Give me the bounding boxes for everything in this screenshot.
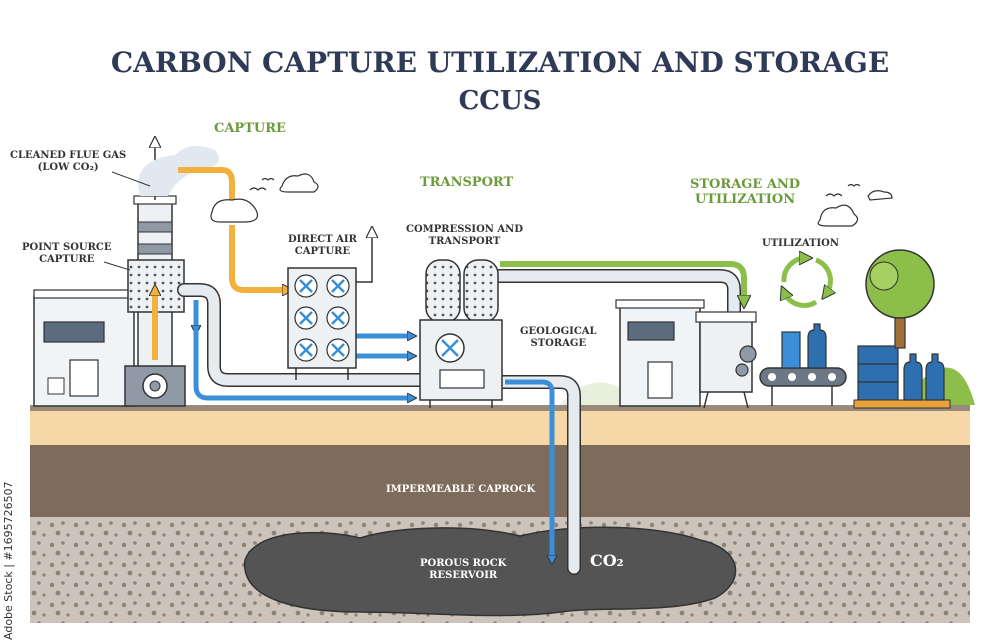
capture-flow-arrow <box>178 167 232 210</box>
bottle-icon <box>903 353 923 401</box>
bottle-icon <box>925 353 945 401</box>
label-flue-gas-line1: CLEANED FLUE GAS <box>10 150 127 161</box>
flue-gas-leader <box>111 171 151 187</box>
ground-surface <box>30 405 970 411</box>
label-cleaned-flue-gas: CLEANED FLUE GAS (LOW CO₂) <box>10 150 126 173</box>
birds <box>249 177 861 197</box>
label-direct-air-capture: DIRECT AIR CAPTURE <box>288 234 357 257</box>
section-capture: CAPTURE <box>214 121 286 136</box>
cloud-icon <box>867 190 893 201</box>
label-geological-storage: GEOLOGICAL STORAGE <box>520 326 597 349</box>
compressor-unit <box>419 259 503 408</box>
label-geological-line2: STORAGE <box>530 337 587 349</box>
label-porous-rock-reservoir: POROUS ROCK RESERVOIR <box>420 558 506 581</box>
utilization-tank <box>695 311 757 409</box>
label-impermeable-caprock: IMPERMEABLE CAPROCK <box>386 484 536 495</box>
geological-injection-arrow <box>505 379 552 560</box>
co2-plume <box>244 526 737 617</box>
caprock-layer <box>30 445 970 517</box>
label-geological-line1: GEOLOGICAL <box>520 326 597 337</box>
section-transport: TRANSPORT <box>420 175 514 190</box>
label-point-source-line2: CAPTURE <box>39 253 95 265</box>
label-point-source-line1: POINT SOURCE <box>22 242 112 253</box>
cloud-icon <box>210 198 259 223</box>
tree-icon <box>865 249 935 349</box>
transport-to-utilization-arrow <box>500 261 744 302</box>
capture-to-dac-arrow <box>229 225 288 290</box>
label-point-source-capture: POINT SOURCE CAPTURE <box>22 242 112 265</box>
ground-layers <box>30 405 970 623</box>
label-flue-gas-line2: (LOW CO₂) <box>37 161 99 173</box>
product-panel <box>781 331 801 369</box>
cloud-icon <box>279 173 319 193</box>
gear-icon <box>735 363 749 377</box>
section-storage: STORAGE AND UTILIZATION <box>690 177 801 208</box>
dac-exhaust-arrow <box>356 232 372 283</box>
solar-panels <box>853 345 951 409</box>
label-co2: CO₂ <box>590 551 624 570</box>
page-title: CARBON CAPTURE UTILIZATION AND STORAGE <box>110 46 890 79</box>
soil-layer <box>30 411 970 445</box>
conveyor-belt <box>759 367 847 406</box>
watermark-id: Adobe Stock | #1695726507 <box>2 481 15 640</box>
label-direct-air-line1: DIRECT AIR <box>288 234 357 245</box>
section-storage-line2: UTILIZATION <box>694 191 796 207</box>
chimney <box>124 195 186 407</box>
co2-flow-to-compressor <box>193 330 412 398</box>
label-utilization: UTILIZATION <box>762 238 840 249</box>
section-storage-line1: STORAGE AND <box>690 177 801 192</box>
label-direct-air-line2: CAPTURE <box>294 245 351 257</box>
label-reservoir-line2: RESERVOIR <box>429 569 498 581</box>
pipes <box>177 269 741 575</box>
recycle-icon <box>784 258 831 308</box>
cloud-icon <box>817 204 859 227</box>
point-source-leader <box>103 261 131 271</box>
label-compression-transport: COMPRESSION AND TRANSPORT <box>406 224 523 247</box>
label-compression-line1: COMPRESSION AND <box>406 224 523 235</box>
left-building <box>33 289 135 407</box>
gear-icon <box>739 345 757 363</box>
direct-air-capture-unit <box>287 267 357 380</box>
right-building <box>615 299 705 407</box>
label-reservoir-line1: POROUS ROCK <box>420 558 507 569</box>
bottle-icon <box>807 323 827 369</box>
page-subtitle: CCUS <box>458 86 542 116</box>
label-compression-line2: TRANSPORT <box>428 235 501 247</box>
